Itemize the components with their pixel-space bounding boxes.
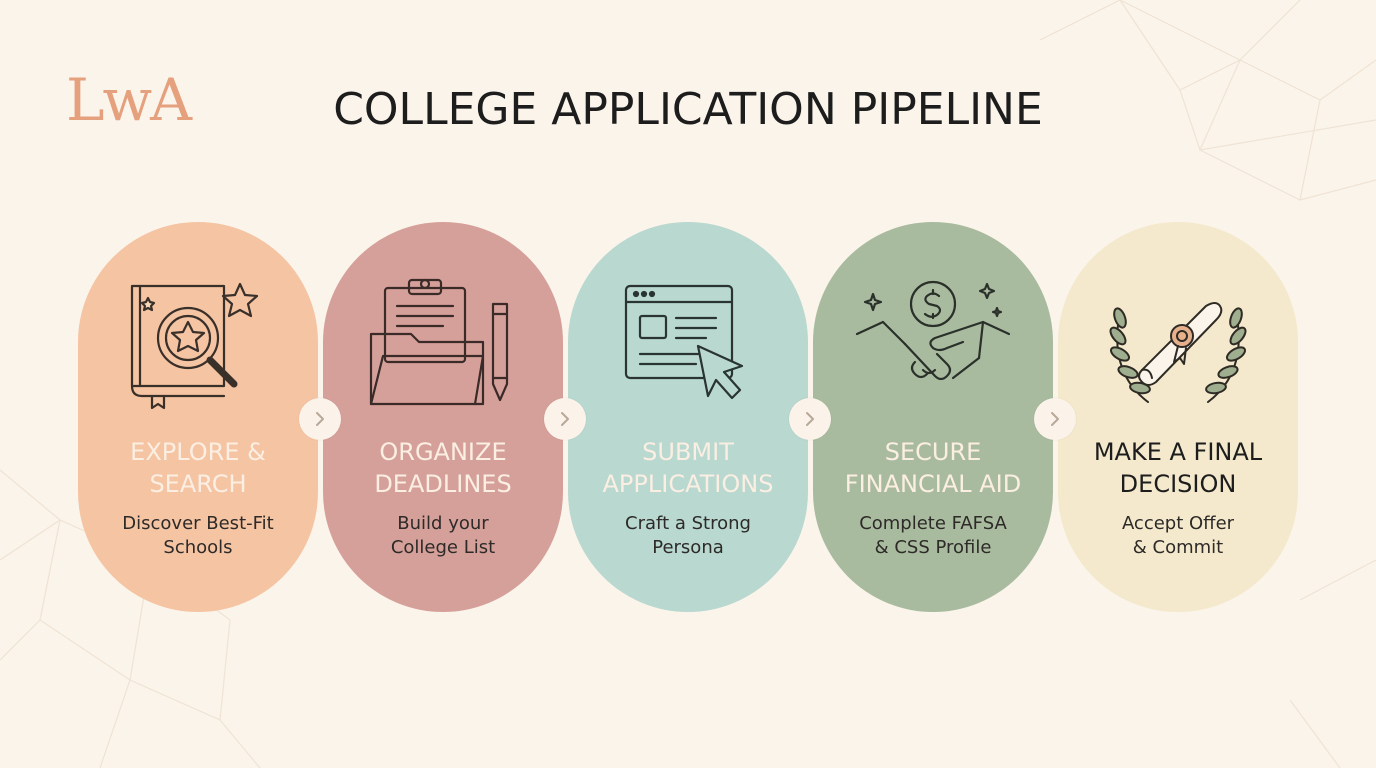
next-step-arrow — [299, 398, 341, 440]
step-secure-financial-aid: SECURE FINANCIAL AID Complete FAFSA & CS… — [813, 222, 1053, 612]
chevron-right-icon — [806, 412, 814, 426]
book-search-star-icon — [130, 282, 259, 410]
next-step-arrow — [544, 398, 586, 440]
handshake-dollar-icon — [855, 280, 1011, 381]
step-title: SUBMIT APPLICATIONS — [602, 438, 774, 498]
clipboard-folder-pencil-icon — [369, 278, 509, 406]
next-step-arrow — [789, 398, 831, 440]
chevron-right-icon — [316, 412, 324, 426]
step-final-decision: MAKE A FINAL DECISION Accept Offer & Com… — [1058, 222, 1298, 612]
step-title: MAKE A FINAL DECISION — [1093, 438, 1263, 498]
browser-cursor-icon — [624, 284, 744, 400]
step-title: ORGANIZE DEADLINES — [374, 438, 512, 498]
diploma-laurel-icon — [1109, 302, 1247, 403]
step-description: Complete FAFSA & CSS Profile — [859, 513, 1007, 558]
step-description: Build your College List — [390, 513, 496, 558]
step-organize-deadlines: ORGANIZE DEADLINES Build your College Li… — [323, 222, 563, 612]
step-explore-search: EXPLORE & SEARCH Discover Best-Fit Schoo… — [78, 222, 318, 612]
step-submit-applications: SUBMIT APPLICATIONS Craft a Strong Perso… — [568, 222, 808, 612]
step-title: EXPLORE & SEARCH — [130, 438, 266, 498]
chevron-right-icon — [1051, 412, 1059, 426]
chevron-right-icon — [561, 412, 569, 426]
step-title: SECURE FINANCIAL AID — [844, 438, 1022, 498]
page-title: COLLEGE APPLICATION PIPELINE — [333, 84, 1043, 135]
next-step-arrow — [1034, 398, 1076, 440]
step-description: Discover Best-Fit Schools — [122, 513, 274, 558]
step-description: Accept Offer & Commit — [1121, 513, 1235, 558]
step-description: Craft a Strong Persona — [625, 513, 751, 558]
brand-logo: LwA — [66, 66, 192, 134]
